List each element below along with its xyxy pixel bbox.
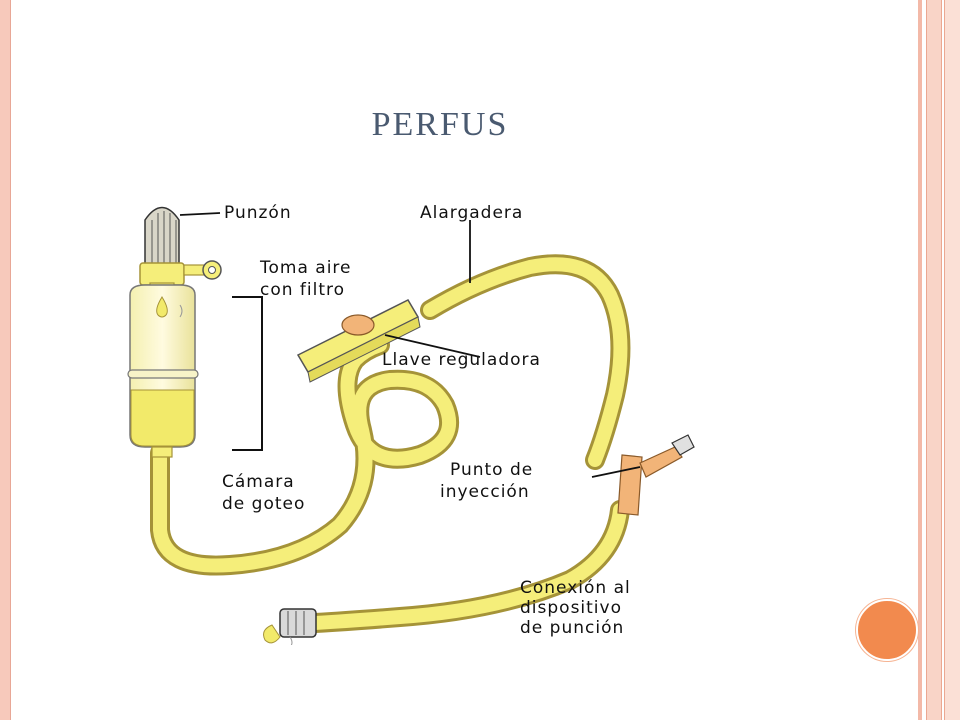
label-alargadera: Alargadera [420,203,523,223]
injection-point [617,434,695,516]
label-camara-2: de goteo [222,494,305,514]
label-conexion-2: dispositivo [520,598,622,618]
air-vent-filter [183,260,222,280]
puncture-connector [263,608,317,645]
tubing [150,254,631,633]
label-camara-1: Cámara [222,472,295,492]
label-punto-2: inyección [440,482,530,502]
right-border-stripes [918,0,960,720]
drip-chamber [127,282,199,458]
left-border-stripe [0,0,11,720]
roller-clamp [296,299,421,383]
leader-lines [179,212,641,478]
slide-title: PERFUS [371,106,509,143]
iv-set-diagram: Punzón Toma aire con filtro Alargadera L… [127,203,695,645]
label-toma-aire-2: con filtro [260,280,345,300]
spike [139,206,185,286]
label-punzon: Punzón [224,203,292,223]
decorative-orange-dot [856,599,918,661]
label-toma-aire-1: Toma aire [259,258,352,278]
label-conexion-1: Conexión al [520,578,631,598]
chamber-bracket [232,296,263,451]
label-conexion-3: de punción [520,618,624,638]
label-punto-1: Punto de [450,460,533,480]
label-llave-reguladora: Llave reguladora [382,350,541,370]
